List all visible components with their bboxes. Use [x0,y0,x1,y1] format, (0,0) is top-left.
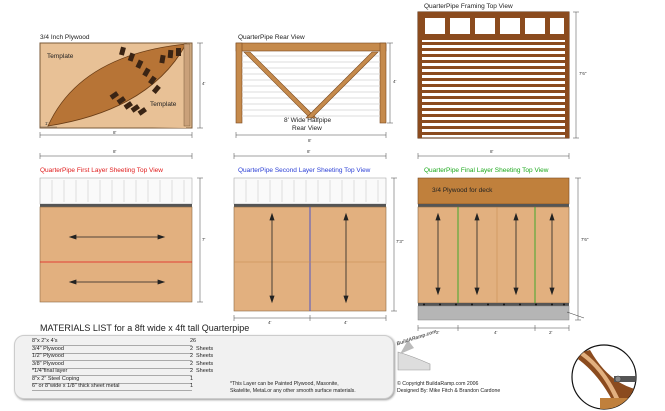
material-unit: Sheets [196,353,214,359]
material-quantity: 26 [190,338,197,344]
final-layer-dim-bottom-left: 2' [436,330,440,335]
material-unit: Sheets [196,368,214,374]
materials-footnote-1: *This Layer can be Painted Plywood, Maso… [230,381,339,387]
second-layer-dim-width: 8' [307,149,311,154]
material-name: 8"x 2" Steel Coping [32,375,80,382]
material-quantity: 2 [190,368,194,374]
materials-title: MATERIALS LIST for a 8ft wide x 4ft tall… [40,323,250,333]
materials-footnote-2: Skatelite, MetaLor any other smooth surf… [230,388,356,394]
rear-view-caption-1: 8' Wide Halfpipe [284,117,332,124]
material-leader-line [32,367,192,369]
material-leader-line [32,390,192,391]
final-layer-dim-bottom-right: 2' [549,330,553,335]
plywood-template-title: 3/4 Inch Plywood [40,34,90,41]
framing-dim-height: 7'6" [579,71,587,76]
first-layer-dim-height: 7' [202,237,206,242]
material-leader-line [32,360,192,361]
second-layer-dim-height: 7'3" [396,239,404,244]
materials-box [14,335,394,399]
material-quantity: 2 [190,345,194,352]
designed-by-text: Designed By: Mike Fitch & Brandon Cardon… [397,388,501,394]
template-label-bottom: Template [150,101,177,108]
first-layer-title: QuarterPipe First Layer Sheeting Top Vie… [40,167,163,174]
material-leader-line [32,375,192,376]
material-name: 8"x 2"x 4's [32,338,58,344]
material-leader-line [32,345,192,346]
rear-dim-width: 8' [308,138,312,143]
rear-dim-height: 4' [393,79,397,84]
material-unit: Sheets [196,345,214,352]
dim-height: 4' [202,81,206,86]
second-layer-title: QuarterPipe Second Layer Sheeting Top Vi… [238,167,371,174]
first-layer-dim-width: 8' [113,149,117,154]
material-quantity: 1 [190,375,194,382]
final-layer-title: QuarterPipe Final Layer Sheeting Top Vie… [424,167,549,174]
material-name: 3/4" Plywood [32,345,64,352]
final-layer-dim-height: 7'6" [581,237,589,242]
material-name: 1/2" Plywood [32,353,64,359]
framing-dim-width: 8' [490,149,494,154]
material-unit: Sheets [196,360,214,367]
rear-view-caption-2: Rear View [292,125,322,132]
material-quantity: 1 [190,383,194,389]
second-layer-dim-bottom-left: 4' [268,320,272,325]
copyright-text: © Copyright BuildaRamp.com 2006 [397,381,479,387]
material-leader-line [32,382,192,384]
second-layer-dim-bottom-right: 4' [344,320,348,325]
material-name: 3/8" Plywood [32,360,64,367]
dim-width: 8' [113,130,117,135]
material-quantity: 2 [190,360,194,367]
material-name: *1/4"final layer [32,368,68,374]
material-name: 6" or 8"wide x 1/8" thick sheet metal [32,383,120,389]
material-leader-line [32,352,192,354]
dim-small: 1' [45,121,49,126]
template-label-top: Template [47,53,74,60]
deck-label: 3/4 Plywood for deck [432,187,493,194]
rear-view-title: QuarterPipe Rear View [238,34,305,41]
final-layer-dim-bottom-mid: 4' [494,330,498,335]
material-quantity: 2 [190,353,194,359]
framing-title: QuarterPipe Framing Top View [424,3,513,10]
